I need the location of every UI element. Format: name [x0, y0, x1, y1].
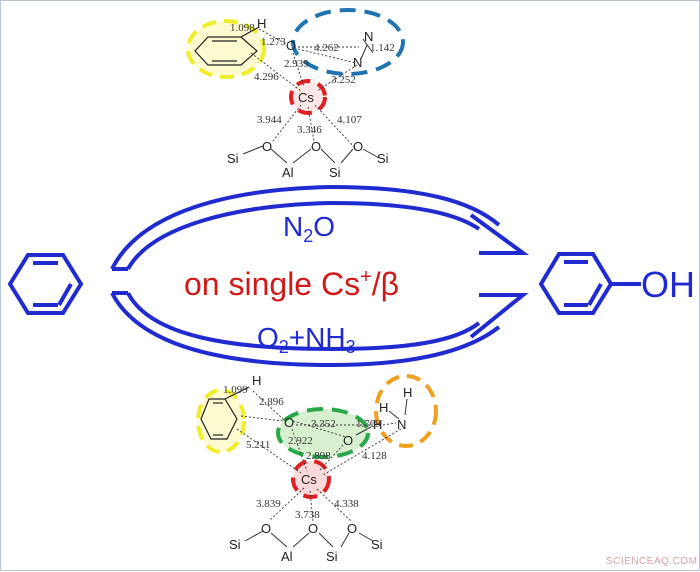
top-atom-cs: Cs — [298, 90, 314, 105]
bottom-dist-1: 1.099 — [223, 384, 248, 396]
oxidant-bottom-label: O2+NH3 — [257, 322, 356, 357]
watermark: SCIENCEAQ.COM — [606, 556, 698, 567]
top-fw-o2: O — [311, 139, 321, 154]
top-dist-2: 1.273 — [261, 36, 286, 48]
top-atom-h: H — [257, 16, 266, 31]
bottom-atom-o1: O — [284, 415, 294, 430]
bottom-atom-h-n2: H — [379, 400, 388, 415]
top-fw-si-left: Si — [227, 151, 239, 166]
top-no-bond — [360, 44, 368, 60]
reactant-benzene — [7, 253, 84, 315]
bottom-atom-o2: O — [343, 433, 353, 448]
bottom-dist-9: 3.839 — [256, 498, 281, 510]
top-fw-si-right: Si — [377, 151, 389, 166]
bottom-dist-4: 1.769 — [356, 418, 381, 430]
bottom-framework-bonds — [244, 530, 374, 548]
bottom-fw-o2: O — [308, 521, 318, 536]
bottom-atom-n: N — [397, 417, 406, 432]
top-dist-3: 4.262 — [314, 42, 339, 54]
top-dist-1: 1.098 — [230, 22, 255, 34]
bottom-dist-10: 3.738 — [295, 509, 320, 521]
top-red-highlight — [289, 79, 327, 115]
top-dist-8: 3.944 — [257, 114, 282, 126]
bottom-atom-h-n1: H — [403, 385, 412, 400]
bottom-orange-highlight — [374, 374, 438, 448]
bottom-dist-5: 2.922 — [288, 435, 313, 447]
top-dist-5: 2.939 — [284, 58, 309, 70]
top-dist-4: 1.142 — [370, 42, 395, 54]
bottom-dist-7: 2.898 — [306, 450, 331, 462]
bottom-atom-h: H — [252, 373, 261, 388]
top-nn-bond — [362, 38, 374, 54]
bottom-dist-2: 2.896 — [259, 396, 284, 408]
top-framework-bonds — [242, 145, 380, 164]
product-oh-label: OH — [641, 264, 695, 305]
top-dist-7: 3.252 — [331, 74, 356, 86]
top-blue-highlight — [291, 8, 405, 76]
top-dist-9: 3.346 — [297, 124, 322, 136]
top-fw-al: Al — [282, 165, 294, 180]
bottom-dist-6: 5.211 — [246, 439, 270, 451]
top-atom-n2: N — [353, 55, 362, 70]
top-complex: H O N N Cs 1.098 1.273 4.262 1.142 2.939… — [186, 8, 405, 180]
top-fw-o1: O — [262, 139, 272, 154]
bottom-oh-bond — [355, 426, 372, 436]
bottom-fw-si-right: Si — [371, 537, 383, 552]
bottom-fw-o1: O — [261, 521, 271, 536]
top-benzene — [194, 26, 260, 66]
oxidant-top-label: N2O — [283, 211, 335, 246]
bottom-dashed-bonds — [236, 390, 402, 522]
bottom-complex: H O O H H H N Cs 1.099 2.896 3.352 1.769… — [196, 373, 438, 564]
upper-arrow — [110, 184, 530, 271]
bottom-fw-si-mid: Si — [326, 549, 338, 564]
bottom-nh-bond-1 — [404, 398, 408, 416]
bottom-benzene — [200, 386, 250, 440]
top-fw-si-mid: Si — [329, 165, 341, 180]
top-dashed-bonds — [250, 28, 359, 150]
bottom-atom-cs: Cs — [301, 472, 317, 487]
lower-arrow — [110, 291, 529, 368]
bottom-fw-al: Al — [281, 549, 293, 564]
top-atom-n1: N — [364, 29, 373, 44]
bottom-atom-h-oh: H — [373, 417, 382, 432]
catalyst-label: on single Cs+/β — [184, 266, 399, 302]
product-phenol — [538, 252, 641, 315]
bottom-nh-bond-2 — [388, 410, 400, 420]
bottom-fw-si-left: Si — [229, 537, 241, 552]
top-dist-10: 4.107 — [337, 114, 362, 126]
bottom-dist-8: 4.128 — [362, 450, 387, 462]
bottom-dist-3: 3.352 — [311, 418, 336, 430]
bottom-fw-o3: O — [347, 521, 357, 536]
bottom-dist-11: 4.338 — [334, 498, 359, 510]
top-atom-o: O — [286, 38, 296, 53]
bottom-green-highlight — [276, 407, 370, 459]
top-fw-o3: O — [353, 139, 363, 154]
top-dist-6: 4.296 — [254, 71, 279, 83]
